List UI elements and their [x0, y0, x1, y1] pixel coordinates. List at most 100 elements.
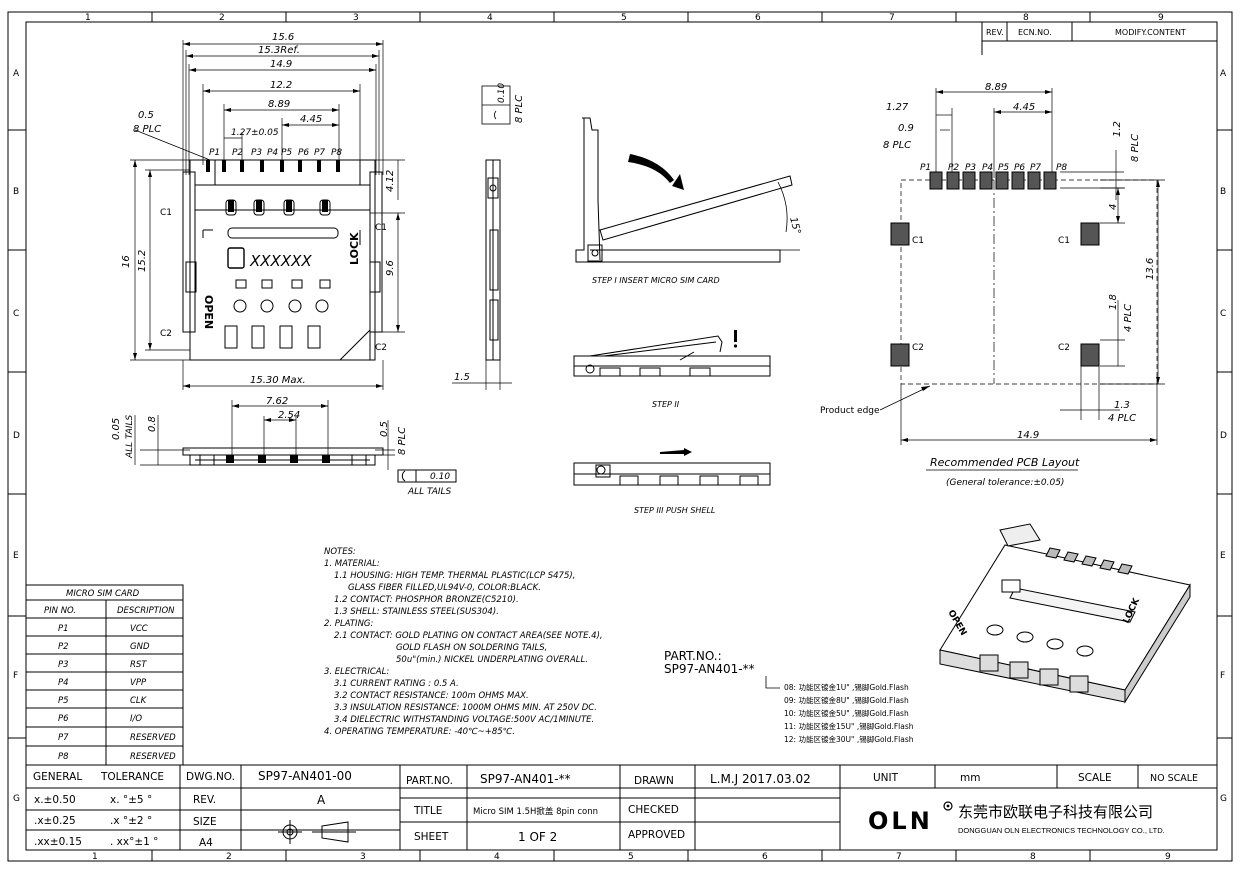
pin-cell: P1 [58, 624, 69, 634]
row-label: G [1220, 794, 1227, 804]
pin-cell: CLK [130, 696, 148, 706]
pcb-signal-pads [929, 171, 1057, 190]
unit-label: UNIT [873, 772, 899, 784]
c1-label: C1 [375, 223, 387, 233]
dim-7-62: 7.62 [266, 396, 288, 407]
pin-cell: P3 [58, 660, 69, 670]
isometric-connector-view [939, 523, 1191, 704]
pcb-pin-label: P4 [982, 163, 993, 173]
push-arrow [660, 448, 692, 456]
notes: NOTES: 1. MATERIAL: 1.1 HOUSING: HIGH TE… [324, 547, 603, 737]
flatness-value: 0.10 [497, 83, 507, 103]
pcb-ground-pads [890, 222, 1100, 367]
note-line: 3.1 CURRENT RATING : 0.5 A. [334, 679, 459, 689]
rev-header: REV. [986, 28, 1004, 37]
top-view-labels: C1 C1 C2 C2 OPEN LOCK XXXXXX [160, 208, 387, 353]
step1-angle: 15° [787, 216, 802, 236]
dwg-no-value: SP97-AN401-00 [258, 769, 352, 783]
company-name-cn: 东莞市欧联电子科技有限公司 [958, 803, 1153, 821]
row-label: C [13, 309, 19, 319]
top-view-body [182, 159, 383, 361]
general-label: GENERAL [33, 771, 82, 783]
pin-label: P4 [267, 148, 278, 158]
pin-description-table: MICRO SIM CARD PIN NO. DESCRIPTION P1 VC… [25, 584, 184, 766]
row-label: D [13, 431, 20, 441]
col-label: 9 [1158, 13, 1164, 23]
plating-option: 10: 功能区镀金5U" ,锡脚Gold.Flash [784, 708, 909, 718]
open-label: OPEN [202, 295, 215, 329]
tolerance-label: TOLERANCE [100, 771, 164, 783]
pin-label: P5 [281, 148, 292, 158]
note-line: 1. MATERIAL: [324, 559, 380, 569]
pin-cell: GND [130, 642, 150, 652]
pcb-dim-8-plc-vertical: 8 PLC [1130, 134, 1141, 162]
pin-label: P2 [232, 148, 243, 158]
dim-4-12: 4.12 [385, 170, 396, 192]
approved-label: APPROVED [628, 829, 685, 841]
pcb-pin-label: P8 [1056, 163, 1067, 173]
step2-figure [573, 335, 771, 377]
note-line: 2. PLATING: [324, 619, 374, 629]
row-label: A [1220, 69, 1227, 79]
pcb-dim-1-3: 1.3 [1114, 400, 1130, 411]
tolerance-cell: . xx°±1 ° [110, 836, 158, 848]
step3-figure [573, 462, 771, 486]
note-line: 3. ELECTRICAL: [324, 667, 389, 677]
pcb-pin-label: P6 [1014, 163, 1025, 173]
dim-14-9: 14.9 [270, 59, 292, 70]
pcb-pin-label: P1 [920, 163, 931, 173]
pin-cell: P4 [58, 678, 69, 688]
modify-header: MODIFY.CONTENT [1115, 28, 1186, 37]
col-label: 2 [219, 13, 225, 23]
pcb-dim-1-27: 1.27 [886, 102, 909, 113]
scale-label: SCALE [1078, 772, 1112, 784]
c2-label: C2 [375, 343, 387, 353]
company-name-en: DONGGUAN OLN ELECTRONICS TECHNOLOGY CO.,… [958, 826, 1165, 835]
row-label: D [1220, 431, 1227, 441]
dim-8-plc: 8 PLC [133, 124, 161, 135]
pin-cell: P6 [58, 714, 69, 724]
row-label: B [13, 187, 19, 197]
step2-down-arrow-dot [733, 344, 738, 348]
front-view: 7.62 2.54 0.05 ALL TAILS 0.8 0.5 8 PLC 0… [111, 396, 457, 497]
all-tails-label: ALL TAILS [407, 487, 452, 497]
dim-8-89: 8.89 [268, 99, 290, 110]
pcb-dim-13-6: 13.6 [1145, 258, 1156, 280]
frame-row-labels: A B C D E F G A B C D E F G [13, 69, 1227, 804]
plating-option: 11: 功能区镀金15U" ,锡脚Gold.Flash [784, 721, 914, 731]
pcb-tolerance: (General tolerance:±0.05) [946, 478, 1064, 488]
row-label: C [1220, 309, 1226, 319]
pcb-layout: 8.89 4.45 1.27 0.9 8 PLC 1.2 8 PLC 4 13.… [820, 82, 1165, 488]
title-label: TITLE [413, 805, 442, 817]
note-line: 1.2 CONTACT: PHOSPHOR BRONZE(C5210). [334, 595, 519, 605]
ecn-header: ECN.NO. [1018, 28, 1052, 37]
step1-figure [575, 117, 800, 263]
pin-label: P6 [298, 148, 309, 158]
note-line: 1.1 HOUSING: HIGH TEMP. THERMAL PLASTIC(… [334, 571, 575, 581]
top-view-arrows [133, 42, 400, 388]
c2-label: C2 [160, 329, 172, 339]
pin-label: P3 [251, 148, 262, 158]
col-label: 5 [621, 13, 627, 23]
part-no-value: SP97-AN401-** [480, 772, 571, 786]
col-label: 8 [1030, 852, 1036, 862]
col-label: 2 [226, 852, 232, 862]
pin-cell: VPP [130, 678, 147, 688]
pcb-dim-14-9: 14.9 [1017, 430, 1039, 441]
note-line: 4. OPERATING TEMPERATURE: -40℃~+85℃. [324, 727, 515, 737]
pin-cell: RESERVED [130, 733, 176, 743]
col-label: 6 [762, 852, 768, 862]
top-view-dimension-text: 15.6 15.3Ref. 14.9 12.2 8.89 4.45 1.27±0… [121, 32, 396, 386]
note-line: 3.3 INSULATION RESISTANCE: 1000M OHMS MI… [334, 703, 597, 713]
top-view: 15.6 15.3Ref. 14.9 12.2 8.89 4.45 1.27±0… [121, 32, 405, 390]
rev-label: REV. [193, 794, 216, 806]
dim-12-2: 12.2 [270, 80, 292, 91]
pin-table-header: DESCRIPTION [117, 606, 175, 616]
note-line: GLASS FIBER FILLED,UL94V-0, COLOR:BLACK. [348, 583, 541, 593]
top-view-pin-leads [206, 160, 340, 212]
col-label: 8 [1023, 13, 1029, 23]
assembly-steps: 15° STEP I INSERT MICRO SIM CARD STEP II… [573, 117, 802, 515]
drawn-label: DRAWN [634, 775, 674, 787]
part-no-label: PART.NO.: [664, 649, 722, 663]
top-view-pin-labels: P1 P2 P3 P4 P5 P6 P7 P8 [209, 148, 342, 158]
